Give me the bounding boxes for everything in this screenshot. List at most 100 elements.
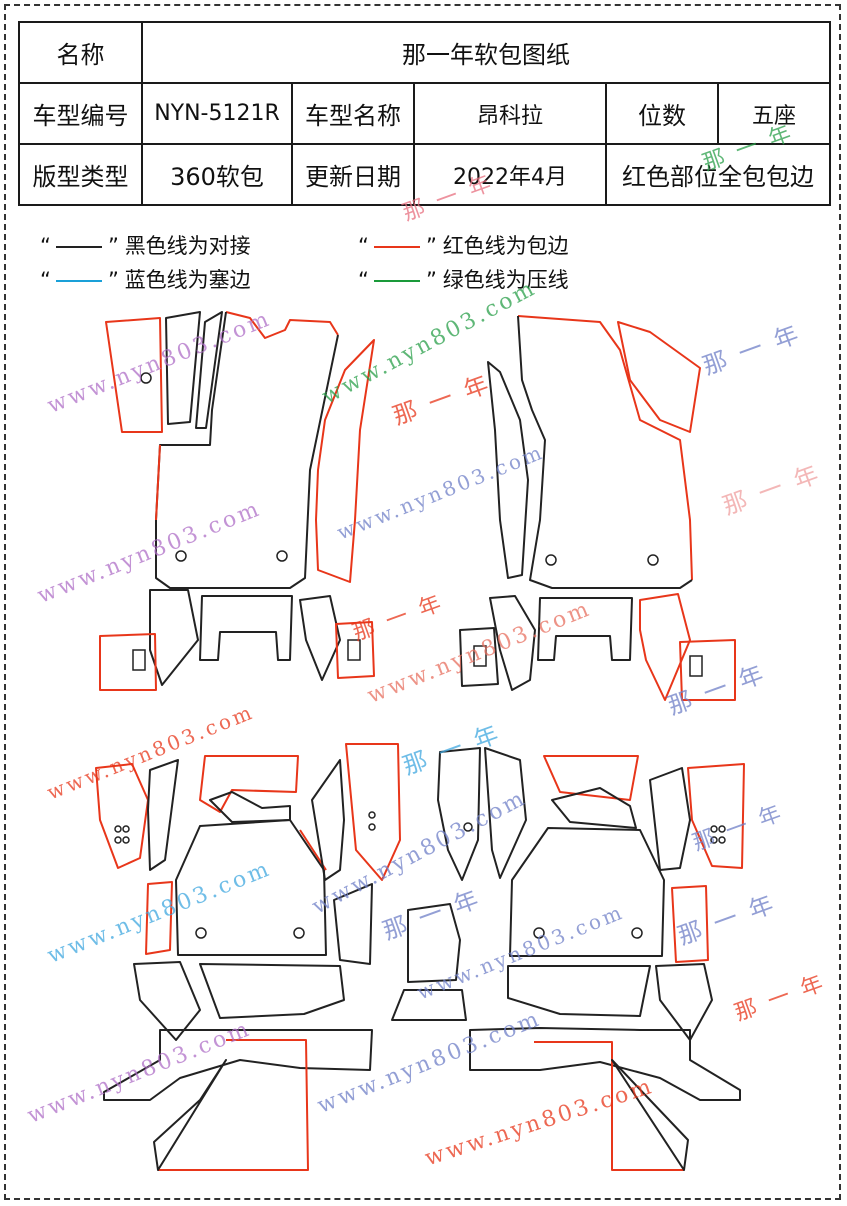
pattern-piece — [507, 965, 651, 1017]
pattern-piece — [611, 1059, 689, 1171]
legend-green: “” 绿色线为压线 — [358, 268, 569, 292]
red-line-swatch — [374, 246, 420, 248]
pattern-piece — [437, 747, 481, 881]
slot — [132, 649, 146, 671]
pattern-piece — [99, 633, 157, 691]
pattern-piece — [165, 311, 201, 425]
pattern-piece — [551, 787, 637, 829]
pattern-piece — [199, 755, 299, 813]
pattern-piece — [105, 317, 163, 433]
pattern-piece — [639, 593, 691, 701]
type-value: 360软包 — [141, 143, 293, 206]
slot — [689, 655, 703, 677]
table-row: 车型编号 NYN-5121R 车型名称 昂科拉 位数 五座 — [18, 82, 831, 145]
pattern-piece — [158, 1039, 309, 1171]
info-table: 名称 那一年软包图纸 车型编号 NYN-5121R 车型名称 昂科拉 位数 五座… — [18, 21, 831, 206]
legend-black: “” 黑色线为对接 — [40, 234, 251, 258]
page-border — [4, 4, 841, 1200]
pattern-piece — [299, 595, 341, 681]
pattern-piece — [509, 827, 665, 957]
pattern-piece — [671, 885, 709, 963]
pattern-piece — [175, 819, 327, 956]
pattern-piece — [103, 1029, 373, 1101]
pattern-piece — [333, 883, 373, 965]
pattern-piece — [617, 321, 701, 433]
pattern-piece — [391, 989, 467, 1021]
pattern-piece — [484, 747, 527, 879]
slot — [473, 645, 487, 667]
hole — [718, 836, 726, 844]
hole — [114, 836, 122, 844]
hole — [175, 550, 187, 562]
hole — [710, 836, 718, 844]
pattern-piece — [469, 1027, 741, 1101]
model-name-value: 昂科拉 — [413, 82, 607, 145]
pattern-piece — [149, 589, 199, 686]
pattern-piece — [407, 903, 461, 983]
seats-value: 五座 — [717, 82, 831, 145]
pattern-piece — [543, 755, 639, 801]
model-code-value: NYN-5121R — [141, 82, 293, 145]
hole — [122, 825, 130, 833]
hole — [631, 927, 643, 939]
pattern-piece — [679, 639, 736, 701]
pattern-piece — [209, 791, 291, 823]
hole — [647, 554, 659, 566]
type-label: 版型类型 — [18, 143, 143, 206]
pattern-piece — [687, 763, 745, 869]
pattern-piece — [335, 621, 375, 679]
pattern-piece — [537, 597, 633, 661]
legend-red: “” 红色线为包边 — [358, 234, 569, 258]
pattern-piece — [534, 1041, 684, 1171]
legend-blue: “” 蓝色线为塞边 — [40, 268, 251, 292]
model-code-label: 车型编号 — [18, 82, 143, 145]
pattern-piece — [147, 759, 179, 871]
hole — [293, 927, 305, 939]
hole — [710, 825, 718, 833]
pattern-piece — [345, 743, 401, 881]
drawing-title: 那一年软包图纸 — [141, 21, 831, 84]
blue-line-swatch — [56, 280, 102, 282]
green-line-swatch — [374, 280, 420, 282]
slot — [347, 639, 361, 661]
pattern-piece — [153, 1059, 227, 1171]
pattern-piece — [517, 315, 693, 581]
hole — [533, 927, 545, 939]
hole — [718, 825, 726, 833]
pattern-piece — [649, 767, 691, 871]
pattern-piece — [95, 763, 149, 869]
pattern-piece — [315, 339, 375, 583]
table-row: 版型类型 360软包 更新日期 2022年4月 红色部位全包包边 — [18, 143, 831, 206]
hole — [276, 550, 288, 562]
seats-label: 位数 — [605, 82, 719, 145]
pattern-piece — [195, 311, 223, 429]
hole — [545, 554, 557, 566]
hole — [463, 822, 473, 832]
hole — [195, 927, 207, 939]
pattern-piece — [517, 315, 693, 589]
pattern-piece — [311, 759, 345, 881]
pattern-piece — [225, 311, 339, 339]
hole — [368, 811, 376, 819]
pattern-piece — [133, 961, 201, 1041]
pattern-piece — [655, 963, 713, 1041]
pattern-piece — [489, 595, 536, 691]
pattern-piece — [487, 361, 529, 579]
pattern-piece — [155, 311, 339, 589]
model-name-label: 车型名称 — [291, 82, 415, 145]
date-label: 更新日期 — [291, 143, 415, 206]
date-value: 2022年4月 — [413, 143, 607, 206]
note-value: 红色部位全包包边 — [605, 143, 831, 206]
hole — [114, 825, 122, 833]
hole — [122, 836, 130, 844]
pattern-piece — [199, 595, 293, 661]
name-label: 名称 — [18, 21, 143, 84]
hole — [368, 823, 376, 831]
pattern-piece — [145, 881, 173, 955]
pattern-piece — [459, 627, 499, 687]
table-row: 名称 那一年软包图纸 — [18, 21, 831, 84]
black-line-swatch — [56, 246, 102, 248]
hole — [140, 372, 152, 384]
pattern-piece — [155, 444, 161, 521]
